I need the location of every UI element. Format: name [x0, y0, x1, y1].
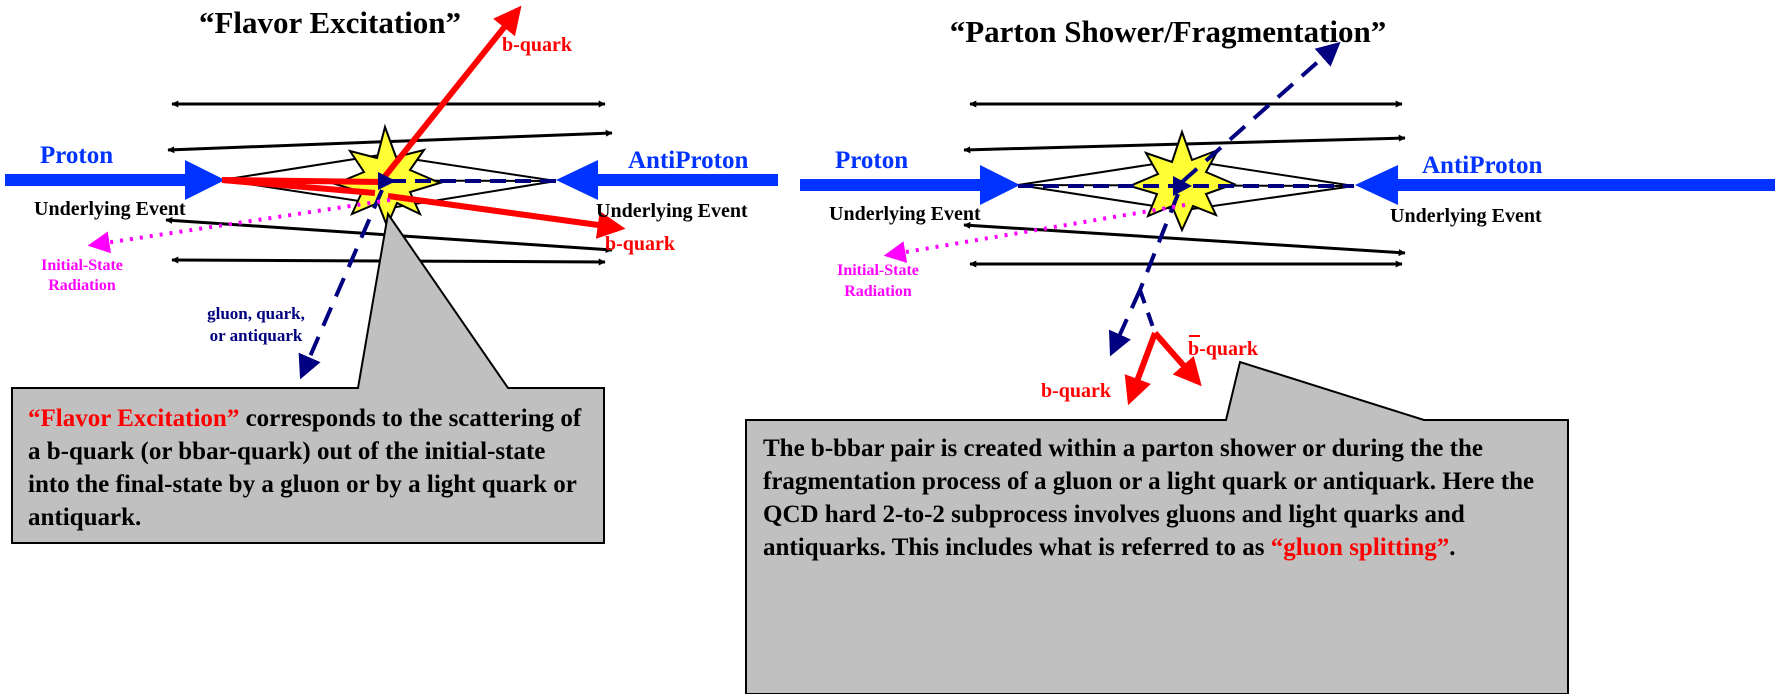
right-isr-arrow	[883, 203, 1186, 263]
right-b-quark-label: b-quark	[1041, 380, 1112, 402]
left-gluon-label-line2: or antiquark	[210, 326, 303, 345]
right-outgoing-dashed-arrow	[1180, 41, 1341, 184]
left-diagram: “Flavor Excitation”	[5, 5, 778, 544]
left-callout-body: corresponds to the scattering of a b-qua…	[28, 405, 582, 531]
right-bbar-quark-arrow	[1152, 331, 1202, 387]
left-callout-box	[11, 211, 605, 544]
right-callout-end: .	[1449, 534, 1456, 561]
right-title: “Parton Shower/Fragmentation”	[950, 14, 1387, 49]
left-callout-text: “Flavor Excitation” corresponds to the s…	[28, 402, 593, 534]
right-antiproton-arrowhead	[1355, 165, 1398, 205]
right-isr-label-line1: Initial-State	[837, 262, 919, 279]
left-ue-right-label: Underlying Event	[596, 200, 748, 222]
right-diagram: “Parton Shower/Fragmentation” Proton	[745, 14, 1775, 694]
right-proton-arrowhead	[980, 165, 1020, 205]
right-callout-highlight: “gluon splitting”	[1270, 534, 1450, 561]
left-bbar-quark-arrow	[387, 193, 626, 239]
left-b-quark-arrow	[375, 5, 522, 187]
left-quark-lines	[221, 177, 383, 196]
left-proton-label: Proton	[40, 142, 113, 169]
left-antiproton-arrowhead	[556, 160, 598, 200]
left-center-marker	[378, 172, 396, 190]
left-isr-label-line1: Initial-State	[41, 257, 123, 274]
right-isr-label-line2: Radiation	[844, 283, 912, 300]
right-callout-body: The b-bbar pair is created within a part…	[763, 435, 1535, 561]
left-gluon-arrow	[298, 189, 384, 380]
left-gluon-label-line1: gluon, quark,	[207, 304, 305, 323]
left-title: “Flavor Excitation”	[199, 5, 461, 40]
left-b-quark-label: b-quark	[502, 34, 573, 56]
right-ue-left-label: Underlying Event	[829, 203, 981, 225]
left-ue-left-label: Underlying Event	[34, 198, 186, 220]
right-shower-dashed-line-2	[1138, 289, 1157, 334]
right-antiproton-label: AntiProton	[1422, 152, 1542, 179]
left-proton-arrowhead	[185, 160, 225, 200]
right-shower-dashed-arrow	[1108, 289, 1142, 357]
left-isr-arrow	[87, 198, 391, 254]
left-antiproton-label: AntiProton	[628, 147, 748, 174]
right-callout-box	[745, 360, 1569, 694]
left-bbar-quark-label: b-quark	[605, 233, 676, 255]
right-proton-label: Proton	[835, 147, 908, 174]
left-callout-highlight: “Flavor Excitation”	[28, 405, 240, 432]
right-center-marker	[1173, 176, 1192, 196]
right-bbar-quark-label: b-quark	[1188, 338, 1259, 360]
right-callout-text: The b-bbar pair is created within a part…	[763, 432, 1558, 564]
left-isr-label-line2: Radiation	[48, 277, 116, 294]
right-b-quark-arrow	[1124, 331, 1158, 406]
right-shower-dashed-line	[1138, 193, 1180, 291]
right-ue-right-label: Underlying Event	[1390, 205, 1542, 227]
